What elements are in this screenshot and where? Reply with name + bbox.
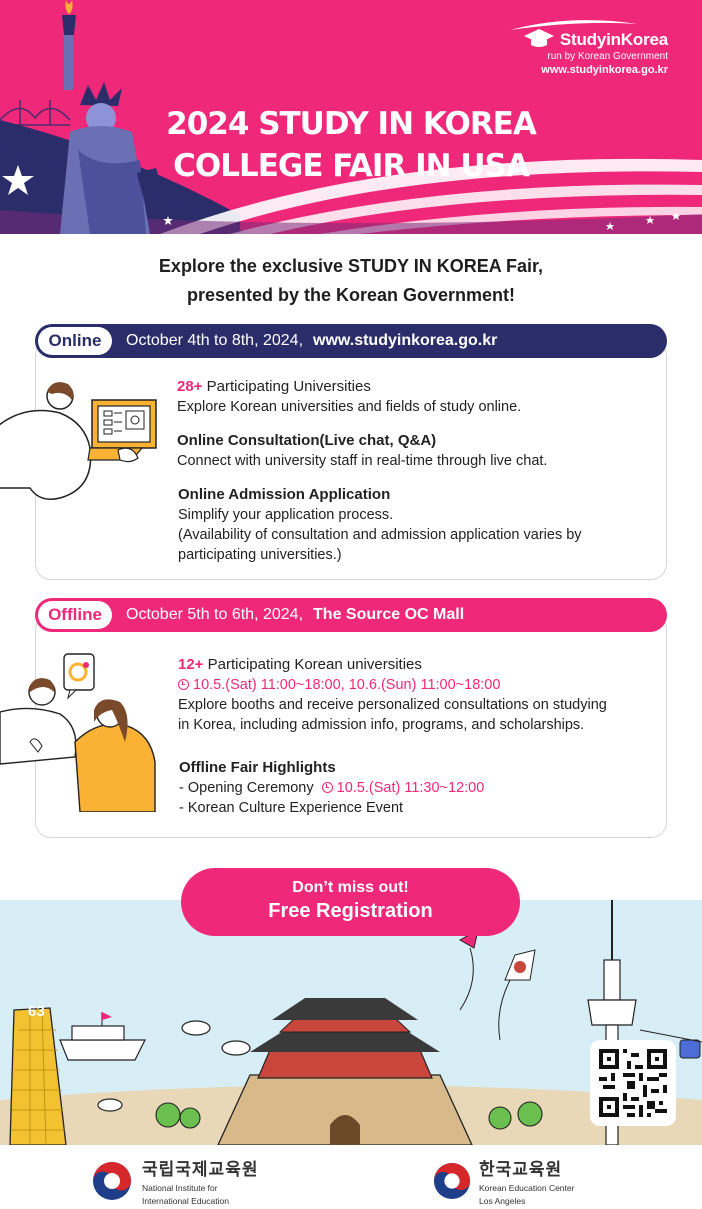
online-info-bar: Online October 4th to 8th, 2024, www.stu…	[35, 324, 667, 358]
page-title: 2024 STUDY IN KOREA COLLEGE FAIR IN USA	[0, 103, 702, 187]
logo-subtitle: run by Korean Government	[547, 51, 668, 62]
taegeuk-emblem-icon	[93, 1161, 131, 1200]
online-application-desc-2: (Availability of consultation and admiss…	[178, 527, 582, 543]
qr-code-icon	[599, 1049, 667, 1117]
online-website-link[interactable]: www.studyinkorea.go.kr	[313, 332, 498, 349]
offline-item-universities: 12+ Participating Korean universities 10…	[178, 655, 607, 735]
culture-event-label: - Korean Culture Experience Event	[179, 800, 404, 816]
online-consultation-desc: Connect with university staff in real-ti…	[177, 453, 548, 469]
niied-korean-name: 국립국제교육원	[142, 1160, 259, 1179]
banner-artwork	[0, 0, 702, 234]
kec-english-name-1: Korean Education Center	[479, 1183, 575, 1193]
online-badge: Online	[38, 327, 112, 355]
offline-venue: The Source OC Mall	[313, 606, 465, 623]
online-universities-count: 28+	[177, 378, 203, 395]
online-item-application: Online Admission Application Simplify yo…	[178, 485, 582, 565]
cta-line-1: Don’t miss out!	[292, 879, 409, 896]
online-universities-title: Participating Universities	[206, 378, 371, 395]
online-application-title: Online Admission Application	[178, 486, 391, 503]
offline-consultation-illustration	[0, 653, 156, 812]
offline-dates: October 5th to 6th, 2024,	[126, 606, 304, 623]
intro-line-1: Explore the exclusive STUDY IN KOREA Fai…	[158, 256, 544, 276]
offline-hours: 10.5.(Sat) 11:00~18:00, 10.6.(Sun) 11:00…	[193, 677, 501, 693]
logo-url[interactable]: www.studyinkorea.go.kr	[541, 64, 668, 76]
logo-swoosh-icon	[509, 20, 638, 30]
free-registration-button[interactable]: Don’t miss out! Free Registration	[181, 868, 520, 936]
hero-banner: StudyinKorea run by Korean Government ww…	[0, 0, 702, 234]
title-line-2: COLLEGE FAIR IN USA	[173, 148, 530, 184]
offline-universities-title: Participating Korean universities	[207, 656, 422, 673]
offline-highlights-title: Offline Fair Highlights	[179, 759, 336, 776]
logo-name: StudyinKorea	[559, 30, 668, 49]
graduation-cap-icon	[523, 29, 554, 47]
offline-badge: Offline	[38, 601, 112, 629]
studyinkorea-logo[interactable]: StudyinKorea run by Korean Government ww…	[509, 20, 668, 76]
tower-63-label: 63	[28, 1003, 45, 1020]
niied-english-name-2: International Education	[142, 1196, 229, 1206]
online-universities-desc: Explore Korean universities and fields o…	[177, 399, 522, 415]
title-line-1: 2024 STUDY IN KOREA	[166, 106, 537, 142]
online-section-card	[35, 340, 667, 580]
clock-icon	[321, 782, 333, 793]
offline-universities-desc-1: Explore booths and receive personalized …	[178, 697, 607, 713]
statue-illustration	[60, 0, 164, 234]
offline-info-bar: Offline October 5th to 6th, 2024, The So…	[35, 598, 667, 632]
registration-qr-code[interactable]	[590, 1040, 676, 1126]
offline-universities-desc-2: in Korea, including admission info, prog…	[178, 717, 585, 733]
kec-la-logo: 한국교육원 Korean Education Center Los Angele…	[433, 1155, 574, 1206]
offline-highlights: Offline Fair Highlights - Opening Ceremo…	[179, 758, 484, 818]
online-dates: October 4th to 8th, 2024,	[126, 332, 304, 349]
online-user-illustration	[0, 382, 157, 500]
online-item-consultation: Online Consultation(Live chat, Q&A) Conn…	[177, 431, 547, 471]
offline-universities-count: 12+	[178, 656, 204, 673]
opening-ceremony-time: 10.5.(Sat) 11:30~12:00	[336, 780, 485, 796]
online-consultation-title: Online Consultation(Live chat, Q&A)	[177, 432, 437, 449]
intro-text: Explore the exclusive STUDY IN KOREA Fai…	[0, 252, 702, 310]
online-application-desc-1: Simplify your application process.	[178, 507, 394, 523]
online-item-universities: 28+ Participating Universities Explore K…	[177, 377, 521, 417]
online-application-desc-3: participating universities.)	[178, 547, 342, 563]
clock-icon	[178, 679, 189, 690]
footer-logos: 국립국제교육원 National Institute for Internati…	[0, 1145, 702, 1209]
taegeuk-emblem-icon	[433, 1162, 471, 1199]
niied-logo: 국립국제교육원 National Institute for Internati…	[92, 1155, 258, 1206]
cta-line-2: Free Registration	[268, 900, 433, 922]
kec-korean-name: 한국교육원	[479, 1160, 563, 1179]
niied-english-name-1: National Institute for	[142, 1183, 218, 1193]
seoul-landmarks-illustration: 63	[0, 900, 702, 1145]
opening-ceremony-label: - Opening Ceremony	[179, 780, 314, 796]
intro-line-2: presented by the Korean Government!	[186, 285, 516, 305]
kec-english-name-2: Los Angeles	[479, 1196, 526, 1206]
